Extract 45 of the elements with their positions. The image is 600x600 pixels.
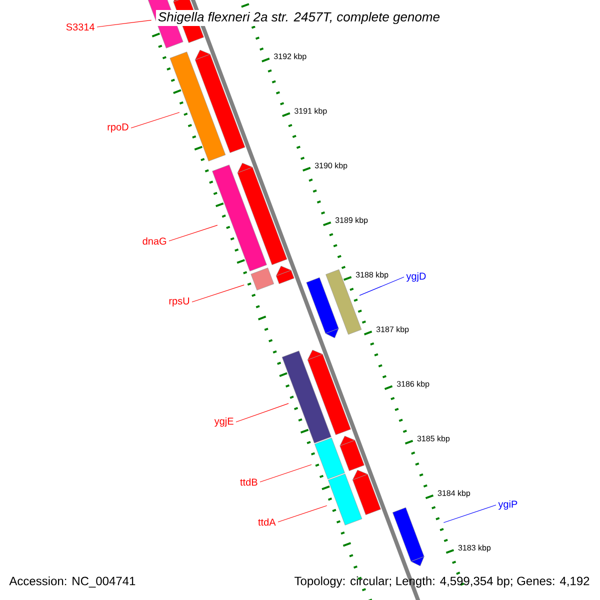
tick-label: 3189 kbp bbox=[335, 217, 368, 225]
leader-line bbox=[168, 224, 218, 242]
leader-line bbox=[236, 403, 289, 422]
tick-label: 3187 kbp bbox=[376, 326, 409, 334]
tick-label: 3186 kbp bbox=[396, 380, 430, 388]
gene-label: dnaG bbox=[142, 237, 166, 245]
gene-label: rpoD bbox=[108, 124, 128, 132]
leader-line bbox=[192, 284, 244, 302]
title: Shigella flexneri 2a str. 2457T, complete genome bbox=[156, 10, 442, 26]
gene-bar bbox=[340, 436, 364, 472]
gene-bar bbox=[352, 470, 381, 516]
leader-line bbox=[278, 505, 328, 522]
gene-bar bbox=[250, 268, 274, 290]
tick-label: 3190 kbp bbox=[314, 162, 348, 170]
gene-label: ttdA bbox=[258, 518, 276, 526]
tick-label: 3192 kbp bbox=[274, 53, 306, 61]
tick-label: 3188 kbp bbox=[356, 272, 388, 280]
gene-bar bbox=[392, 507, 424, 566]
gene-label: ttdB bbox=[240, 478, 258, 486]
tick-label: 3191 kbp bbox=[294, 108, 327, 116]
gene-label: ygjD bbox=[406, 272, 426, 282]
gene-bar bbox=[328, 474, 362, 526]
leader-line bbox=[96, 20, 152, 28]
gene-bar bbox=[314, 438, 345, 480]
gene-bar bbox=[170, 52, 226, 162]
gene-bar bbox=[237, 162, 288, 266]
leader-line bbox=[260, 464, 312, 482]
tick-label: 3185 kbp bbox=[417, 435, 450, 443]
leader-line bbox=[443, 504, 496, 523]
gene-bar bbox=[306, 277, 339, 338]
leader-line bbox=[359, 276, 404, 296]
gene-bar bbox=[212, 164, 267, 272]
gene-label: S3314 bbox=[66, 23, 94, 31]
gene-bar bbox=[282, 350, 332, 444]
gene-bar bbox=[194, 50, 246, 153]
gene-label: rpsU bbox=[169, 298, 190, 306]
gene-bar bbox=[276, 266, 294, 284]
summary-text: Topology: circular; Length: 4,599,354 bp; Genes: 4,192 bbox=[294, 576, 590, 588]
gene-label: ygiP bbox=[498, 500, 518, 510]
leader-line bbox=[130, 112, 180, 128]
tick-label: 3184 kbp bbox=[438, 490, 470, 498]
gene-bar bbox=[307, 350, 351, 436]
tick-label: 3183 kbp bbox=[458, 544, 491, 552]
accession-text: Accession: NC_004741 bbox=[9, 576, 136, 588]
gene-label: ygjE bbox=[214, 417, 234, 427]
